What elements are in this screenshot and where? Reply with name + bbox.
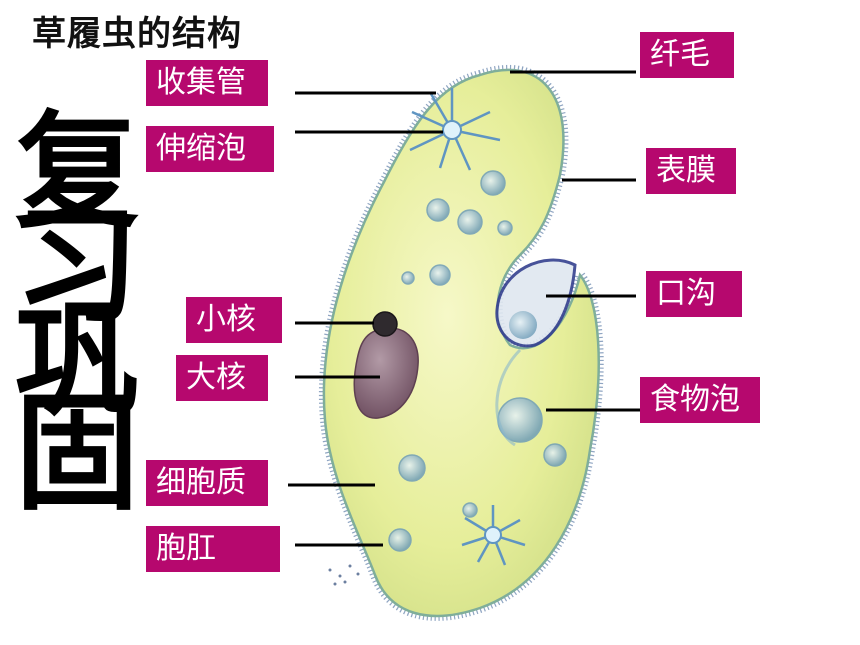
leader-lines	[288, 70, 640, 547]
label-pellicle: 表膜	[646, 148, 736, 194]
micronucleus	[372, 311, 398, 337]
food-vacuoles	[388, 170, 567, 552]
label-cytoplasm: 细胞质	[146, 460, 268, 506]
label-oral-groove: 口沟	[646, 271, 742, 317]
label-macronucleus: 大核	[176, 355, 268, 401]
review-char: 复	[14, 98, 139, 247]
oral-food-vacuole	[509, 311, 537, 339]
label-micronucleus: 小核	[186, 297, 282, 343]
label-anal-pore: 胞肛	[146, 526, 280, 572]
label-cilia: 纤毛	[640, 32, 734, 78]
macronucleus	[353, 327, 419, 419]
review-char: 巩	[14, 286, 139, 435]
debris-dots	[328, 564, 360, 586]
cytoplasm-streak	[495, 348, 522, 447]
cell-body	[322, 68, 600, 618]
review-heading: 复 习 巩 固	[2, 98, 152, 529]
review-char: 固	[14, 380, 139, 529]
review-char: 习	[14, 192, 139, 341]
page-title: 草履虫的结构	[32, 14, 242, 54]
contractile-vacuole-center	[442, 120, 462, 140]
label-contractile-canal: 收集管	[146, 60, 268, 106]
contractile-vacuole-bottom-center	[484, 526, 502, 544]
label-food-vacuole: 食物泡	[640, 377, 760, 423]
label-contractile-vacuole: 伸缩泡	[146, 126, 274, 172]
